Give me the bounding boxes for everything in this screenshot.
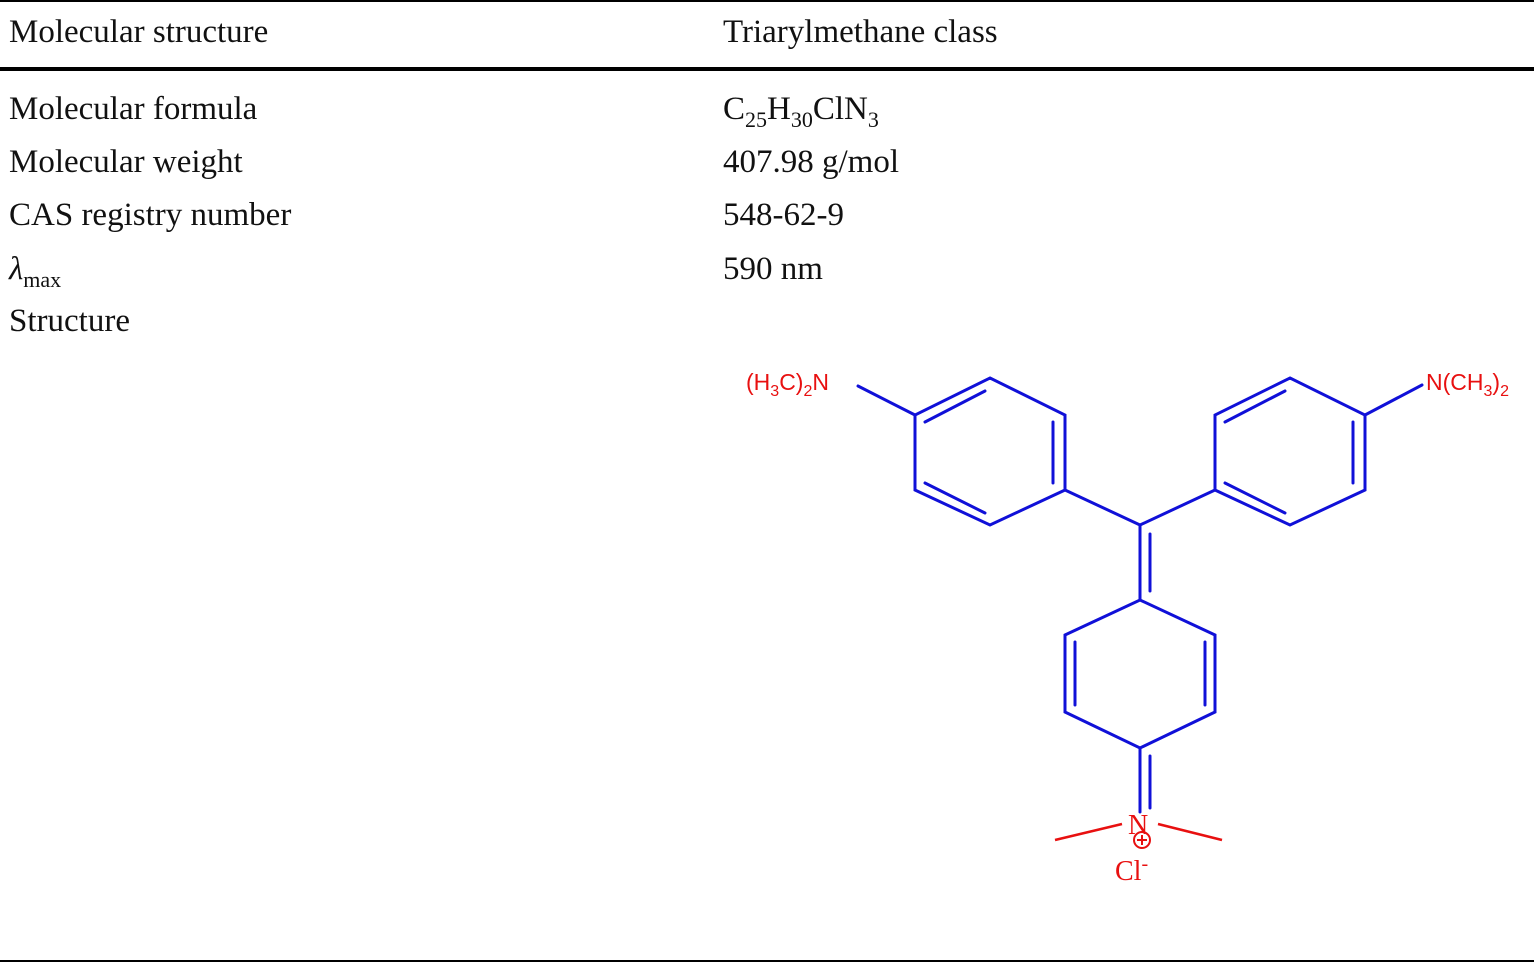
header-molecular-structure: Molecular structure [9, 14, 269, 50]
central-bond-left [1063, 488, 1142, 527]
formula-cln: ClN [812, 91, 868, 127]
positive-charge-icon [1133, 831, 1151, 849]
table-bottom-rule [0, 960, 1534, 962]
formula-n-count: 3 [867, 107, 879, 132]
lambda-symbol: λ [9, 251, 24, 287]
formula-h-count: 30 [790, 107, 813, 132]
methyl-bond-left [1054, 822, 1123, 842]
table-header-rule [0, 67, 1534, 71]
row-label-lambda-max: λmax [9, 249, 62, 292]
central-bond-right [1138, 488, 1217, 527]
row-value-molecular-weight: 407.98 g/mol [723, 144, 900, 180]
left-n-bond [856, 384, 917, 417]
table-top-rule [0, 0, 1534, 2]
formula-h: H [767, 91, 791, 127]
right-benzene-ring [1213, 376, 1367, 527]
right-n-bond [1363, 383, 1424, 417]
left-benzene-ring [913, 376, 1067, 527]
quinoid-ring [1063, 598, 1217, 750]
row-label-molecular-formula: Molecular formula [9, 91, 258, 127]
methyl-bond-right [1157, 822, 1223, 842]
chloride-counter-ion: Cl- [1115, 853, 1148, 887]
row-label-structure: Structure [9, 303, 130, 339]
lambda-subscript: max [23, 267, 62, 292]
left-dimethylamino-label: (H3C)2N [746, 369, 829, 400]
formula-c: C [723, 91, 746, 127]
right-dimethylamino-label: N(CH3)2 [1426, 369, 1509, 400]
row-label-molecular-weight: Molecular weight [9, 144, 243, 180]
header-class: Triarylmethane class [723, 14, 998, 50]
iminium-nitrogen: N [1128, 810, 1148, 841]
row-label-cas-number: CAS registry number [9, 197, 292, 233]
formula-c-count: 25 [745, 107, 768, 132]
row-value-molecular-formula: C25H30ClN3 [723, 89, 879, 132]
row-value-lambda-max: 590 nm [723, 251, 823, 287]
row-value-cas-number: 548-62-9 [723, 197, 844, 233]
